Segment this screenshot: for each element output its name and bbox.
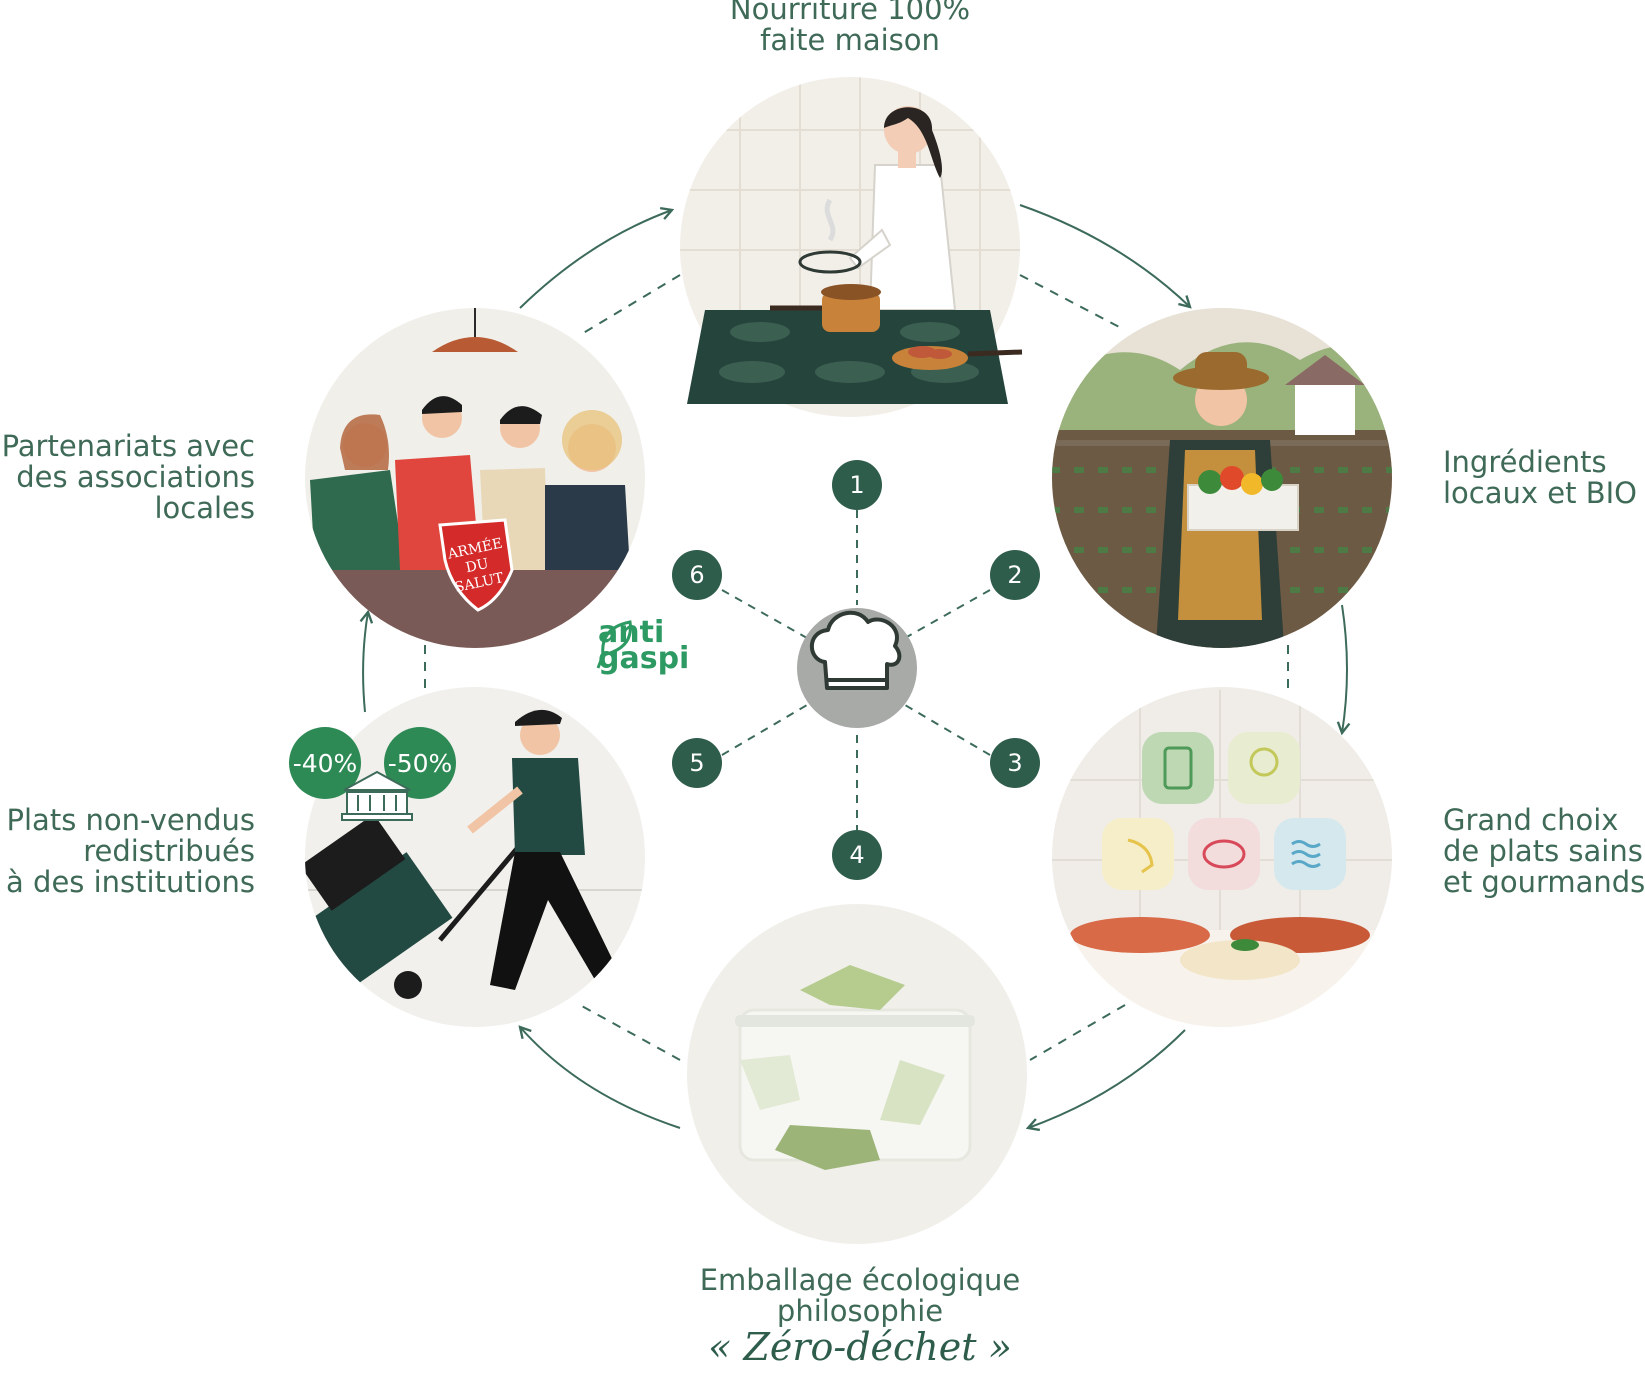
institution-building-icon <box>341 770 413 821</box>
chicken-leg-icon <box>1102 818 1174 890</box>
steak-icon <box>1188 818 1260 890</box>
hub-spokes <box>721 510 991 830</box>
antigaspi-line-2: gaspi <box>598 641 690 676</box>
step-6-line-1: Partenariats avec <box>1 429 255 463</box>
recycle-icon <box>740 965 945 1170</box>
step-label-2: Ingrédients locaux et BIO <box>1443 447 1643 509</box>
center-hub <box>797 608 917 728</box>
antigaspi-line-1: anti <box>598 615 665 650</box>
step-label-3: Grand choix de plats sains et gourmands <box>1443 803 1645 899</box>
step-numbers <box>672 460 1040 880</box>
shield-text-2: DU <box>464 556 490 576</box>
step-4-line-2: philosophie <box>776 1294 944 1328</box>
step-number-bubble-6 <box>672 550 722 600</box>
step-number-bubble-4 <box>832 830 882 880</box>
illustration-eco-packaging <box>687 904 1027 1244</box>
step-3-line-3: et gourmands <box>1443 865 1645 899</box>
step-6-line-3: locales <box>154 491 255 525</box>
step-5-line-3: à des institutions <box>6 865 255 899</box>
step-2-line-2: locaux et BIO <box>1443 476 1637 510</box>
leaf-icon <box>596 620 632 669</box>
step-number-6: 6 <box>689 561 705 589</box>
dashed-connectors <box>424 274 1289 1061</box>
vegetable-box-icon <box>1142 732 1214 804</box>
step-number-bubble-1 <box>832 460 882 510</box>
discount-badges <box>289 727 456 821</box>
step-label-4: Emballage écologique philosophie « Zéro-… <box>640 1263 1080 1369</box>
discount-40: -40% <box>292 749 358 778</box>
step-number-3: 3 <box>1007 749 1023 777</box>
zero-dechet-text: « Zéro-déchet » <box>708 1325 1012 1369</box>
step-number-bubble-2 <box>990 550 1040 600</box>
step-3-line-1: Grand choix <box>1443 803 1619 837</box>
cycle-arrows <box>363 204 1347 1128</box>
illustration-local-organic-farmer <box>1052 308 1392 648</box>
step-label-5: Plats non-vendus redistribués à des inst… <box>0 805 255 898</box>
step-5-line-1: Plats non-vendus <box>6 803 255 837</box>
step-3-line-2: de plats sains <box>1443 834 1643 868</box>
step-6-line-2: des associations <box>16 460 255 494</box>
shield-logo <box>438 518 514 612</box>
step-number-5: 5 <box>689 749 705 777</box>
step-number-2: 2 <box>1007 561 1023 589</box>
fish-waves-icon <box>1274 818 1346 890</box>
step-number-bubble-3 <box>990 738 1040 788</box>
step-4-line-1: Emballage écologique <box>699 1263 1021 1297</box>
chef-hat-icon <box>810 610 902 690</box>
step-1-line-1: Nourriture 100% <box>729 0 971 26</box>
step-2-line-1: Ingrédients <box>1443 445 1607 479</box>
illustration-healthy-dishes <box>1052 687 1392 1027</box>
step-number-1: 1 <box>849 471 865 499</box>
illustration-homemade-cooking <box>680 77 1023 417</box>
discount-50: -50% <box>387 749 453 778</box>
step-label-1: Nourriture 100% faite maison <box>690 0 1010 56</box>
step-5-line-2: redistribués <box>83 834 255 868</box>
antigaspi-logo: anti gaspi <box>598 615 690 676</box>
step-number-4: 4 <box>849 841 865 869</box>
step-1-line-2: faite maison <box>760 23 940 57</box>
illustration-association-partners: ARMÉE DU SALUT <box>305 308 645 648</box>
step-label-6: Partenariats avec des associations local… <box>0 431 255 524</box>
broccoli-icon <box>1228 732 1300 804</box>
step-number-bubble-5 <box>672 738 722 788</box>
